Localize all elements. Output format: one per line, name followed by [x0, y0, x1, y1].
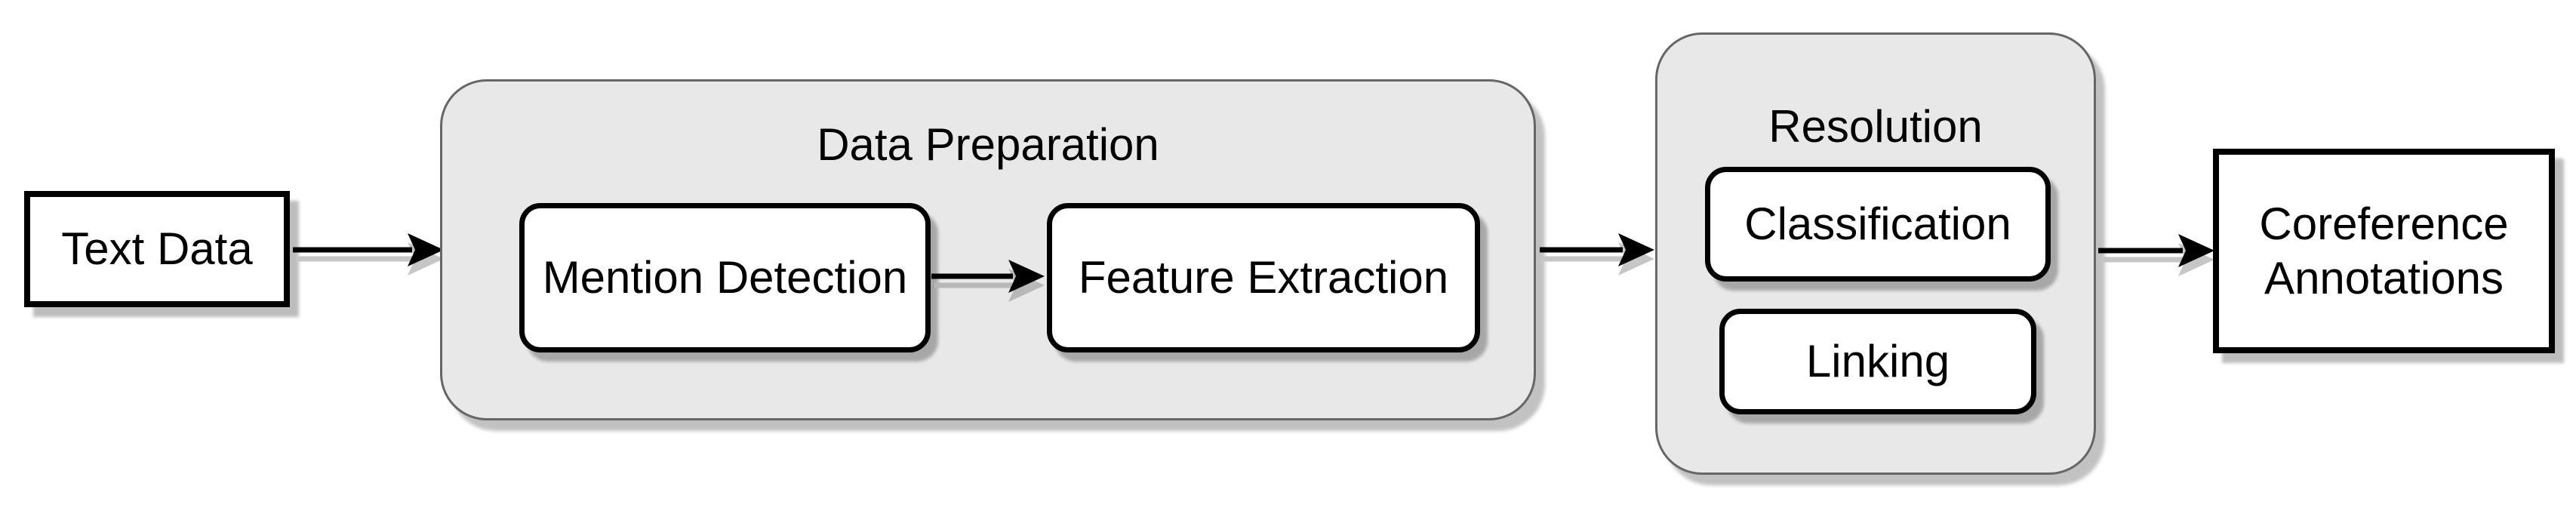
classification-label: Classification [1744, 199, 2011, 249]
coreference-annotations-label: Coreference Annotations [2259, 198, 2509, 303]
mention-detection-node: Mention Detection [519, 203, 931, 352]
text-data-label: Text Data [61, 223, 253, 274]
coreference-annotations-node: Coreference Annotations [2213, 149, 2555, 353]
data-preparation-title: Data Preparation [817, 119, 1159, 170]
arrow-resolution-to-coreference-annotations [2098, 234, 2214, 276]
data-preparation-container: Data Preparation Mention Detection Featu… [440, 79, 1536, 420]
arrow-data-preparation-to-resolution [1540, 233, 1654, 276]
feature-extraction-node: Feature Extraction [1047, 203, 1480, 352]
linking-label: Linking [1805, 336, 1950, 386]
arrow-mention-detection-to-feature-extraction [931, 260, 1045, 302]
resolution-title: Resolution [1768, 101, 1983, 152]
text-data-node: Text Data [24, 191, 290, 307]
resolution-container: Resolution Classification Linking [1655, 32, 2096, 475]
arrow-text-data-to-data-preparation [293, 233, 444, 276]
classification-node: Classification [1705, 167, 2051, 282]
feature-extraction-label: Feature Extraction [1078, 252, 1449, 303]
mention-detection-label: Mention Detection [542, 252, 908, 303]
linking-node: Linking [1719, 309, 2036, 414]
